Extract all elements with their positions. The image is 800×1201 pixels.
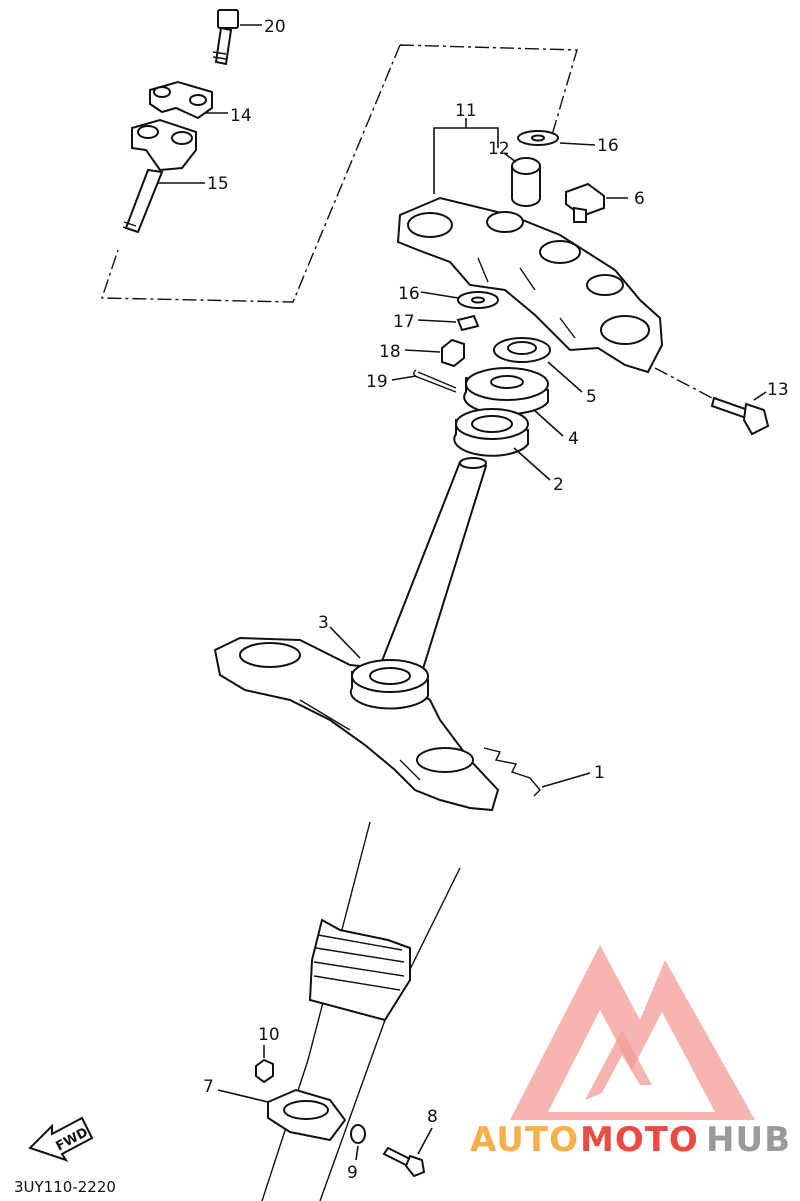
callout-13: 13 xyxy=(767,380,789,400)
fork-clamp-7 xyxy=(267,1088,347,1142)
callout-bracket-11 xyxy=(433,118,499,194)
washer-16-upper xyxy=(517,130,559,146)
callout-9: 9 xyxy=(347,1163,358,1183)
bearing-3 xyxy=(349,659,429,710)
callout-labels: 20 14 15 11 12 16 6 16 17 18 19 5 4 2 13… xyxy=(203,17,789,1183)
callout-17: 17 xyxy=(393,312,415,332)
callout-6: 6 xyxy=(634,189,645,209)
callout-1: 1 xyxy=(594,763,605,783)
callout-3: 3 xyxy=(318,613,329,633)
upper-bracket xyxy=(396,196,664,374)
under-bracket-1 xyxy=(213,636,500,812)
callout-7: 7 xyxy=(203,1077,214,1097)
bolt-6 xyxy=(565,182,605,223)
bearing-cover-4 xyxy=(463,367,549,416)
steering-stem xyxy=(378,457,488,674)
washer-9 xyxy=(350,1124,366,1144)
cotter-pin-19 xyxy=(413,369,457,393)
callout-11: 11 xyxy=(455,101,477,121)
bearing-2 xyxy=(453,408,529,457)
collar-12 xyxy=(511,157,541,207)
nut-10 xyxy=(255,1058,274,1084)
callout-16-lower: 16 xyxy=(398,284,420,304)
bolt-8 xyxy=(382,1146,426,1178)
center-line-13 xyxy=(654,367,713,399)
fwd-arrow-icon: FWD xyxy=(28,1116,94,1162)
watermark-text: AUTO MOTO HUB xyxy=(470,1120,791,1160)
callout-16-upper: 16 xyxy=(597,136,619,156)
callout-4: 4 xyxy=(568,429,579,449)
front-fork xyxy=(261,821,461,1201)
callout-5: 5 xyxy=(586,387,597,407)
callout-2: 2 xyxy=(553,475,564,495)
clip-17 xyxy=(456,314,480,332)
callout-8: 8 xyxy=(427,1107,438,1127)
callout-14: 14 xyxy=(230,106,252,126)
callout-19: 19 xyxy=(366,372,388,392)
callout-15: 15 xyxy=(207,174,229,194)
watermark-hub: HUB xyxy=(706,1120,791,1160)
subassembly-frame xyxy=(101,44,578,303)
bolt-13 xyxy=(710,396,770,436)
callout-12: 12 xyxy=(488,139,510,159)
ring-nut-5 xyxy=(493,337,551,363)
automotohub-logo xyxy=(510,945,755,1120)
bolt-20 xyxy=(212,9,239,66)
nut-18 xyxy=(441,338,465,368)
callout-18: 18 xyxy=(379,342,401,362)
watermark-moto: MOTO xyxy=(580,1120,699,1160)
callout-10: 10 xyxy=(258,1025,280,1045)
handlebar-holder-upper-14 xyxy=(149,80,213,120)
diagram-code: 3UY110-2220 xyxy=(14,1178,116,1196)
washer-16-lower xyxy=(457,291,499,309)
handlebar-holder-lower-15 xyxy=(122,118,197,234)
callout-20: 20 xyxy=(264,17,286,37)
hose-guide-1 xyxy=(483,747,541,797)
watermark-auto: AUTO xyxy=(470,1120,579,1160)
